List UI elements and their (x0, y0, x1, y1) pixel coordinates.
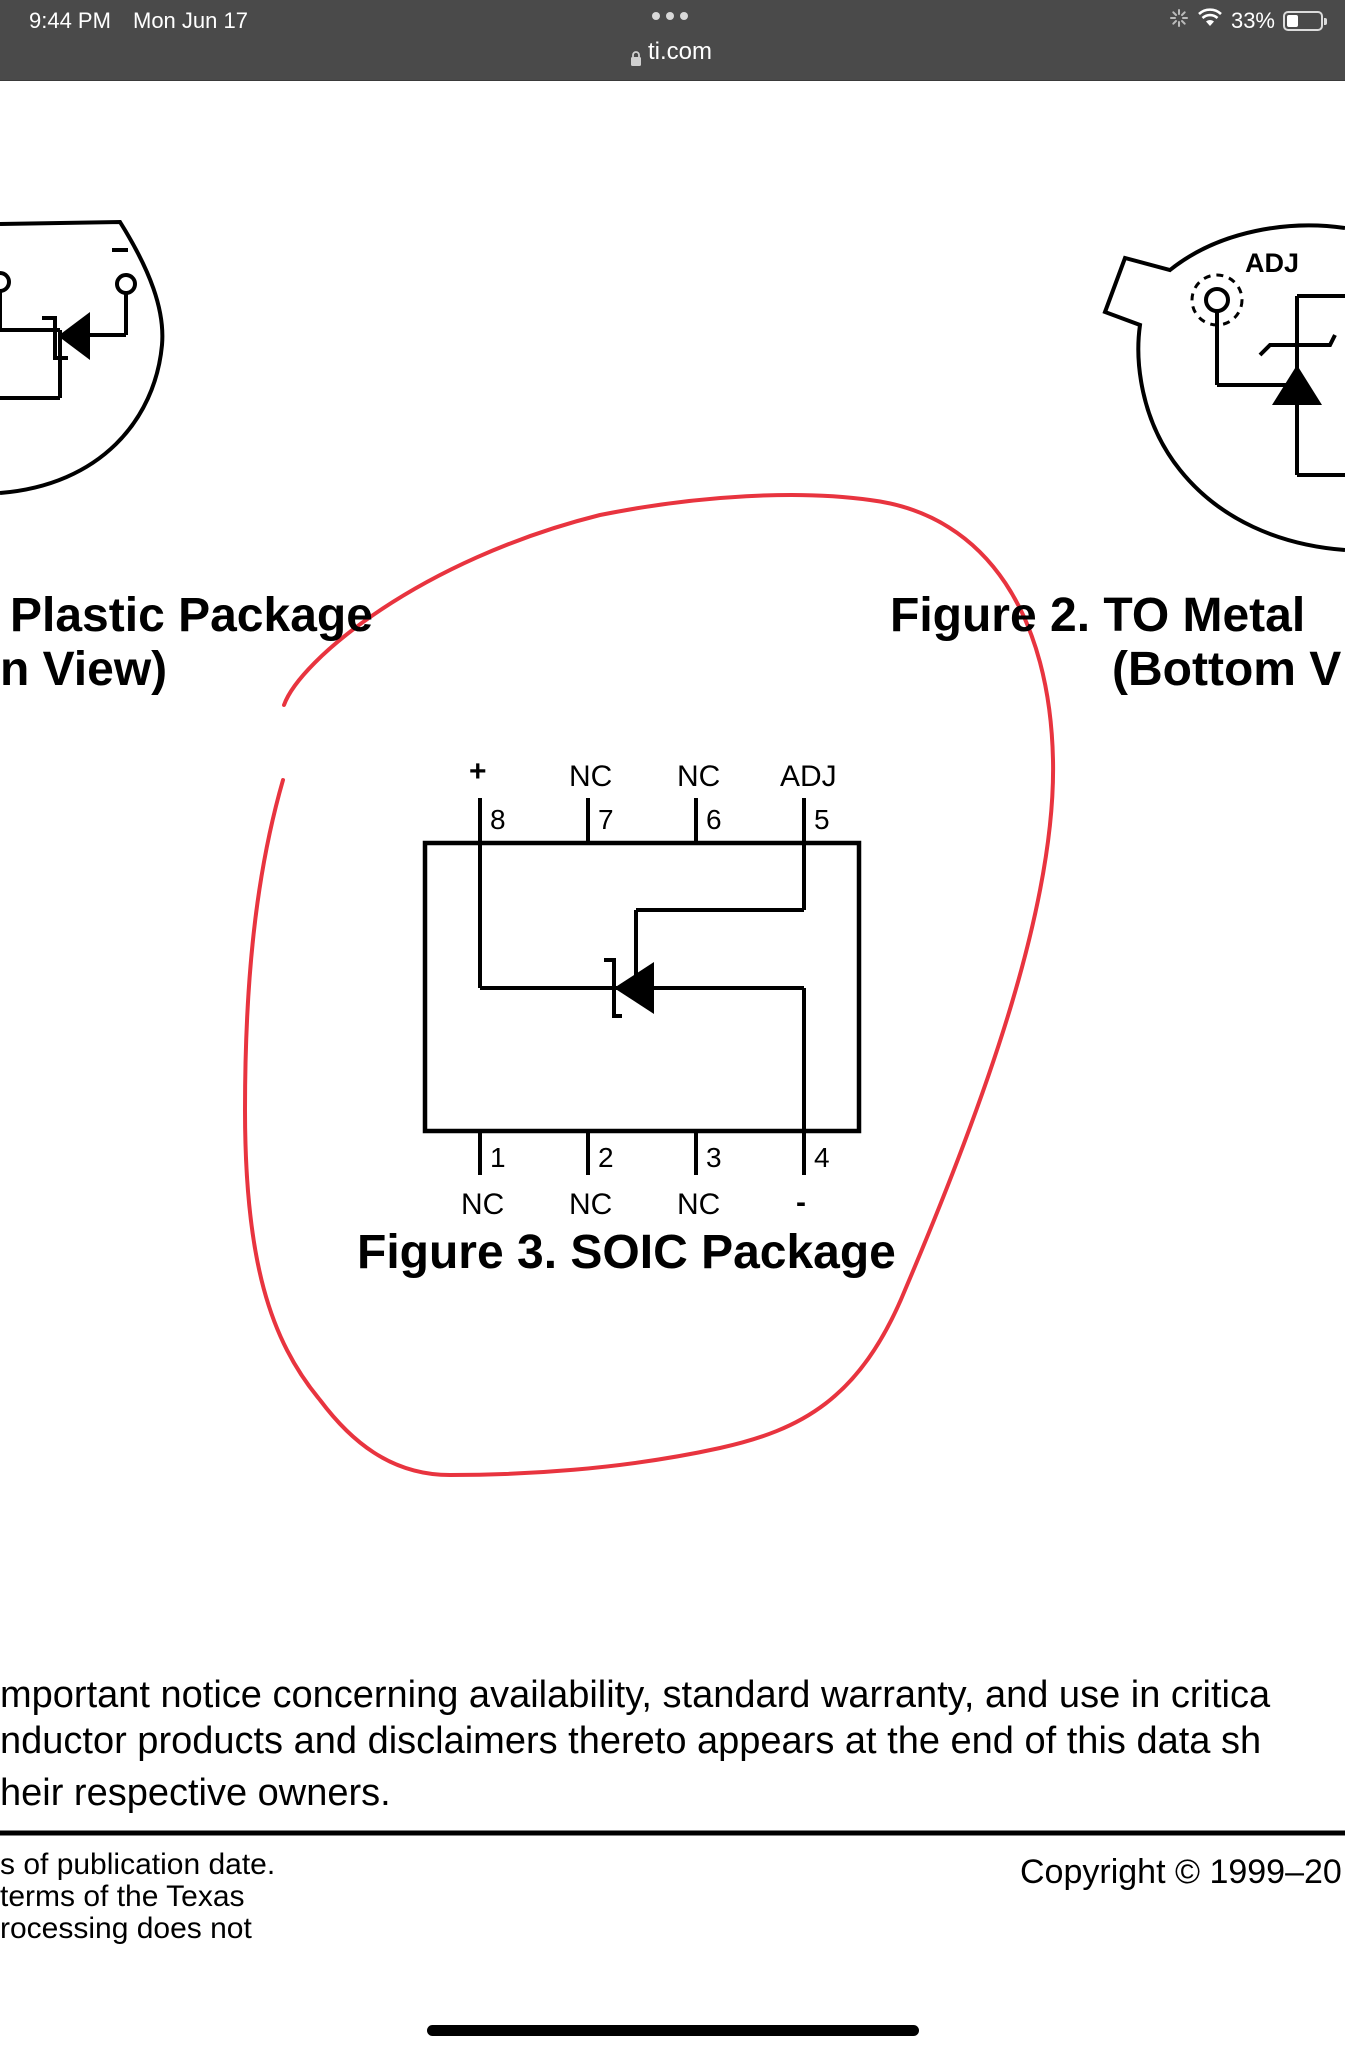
figure2-package-outline (1102, 223, 1345, 552)
red-circle-annotation (242, 493, 1056, 1478)
pin3-number: 3 (706, 1142, 722, 1173)
soic-diode (614, 962, 654, 1014)
address-bar[interactable]: ti.com (630, 38, 712, 66)
tab-dots-icon[interactable] (652, 12, 688, 20)
notice-line3: heir respective owners. (0, 1772, 391, 1814)
figure1-caption-line2: n View) (0, 643, 168, 696)
status-time: 9:44 PM (29, 8, 111, 33)
pin7-name: NC (569, 760, 613, 793)
home-indicator[interactable] (427, 2025, 919, 2036)
status-date: Mon Jun 17 (133, 8, 248, 33)
pin2-number: 2 (598, 1142, 614, 1173)
footer-left-line3: rocessing does not (0, 1912, 252, 1945)
battery-icon (1283, 11, 1327, 31)
pin7-number: 7 (598, 804, 614, 835)
figure1-package-outline (0, 219, 165, 495)
notice-line1: mportant notice concerning availability,… (0, 1674, 1271, 1716)
battery-percent: 33% (1230, 8, 1275, 33)
figure2-circuit (1190, 273, 1345, 477)
pin8-number: 8 (490, 804, 506, 835)
figure1-caption-line1: Plastic Package (10, 589, 373, 642)
status-bar: 9:44 PM Mon Jun 17 ti.com (0, 0, 1345, 81)
lock-icon (630, 45, 642, 66)
pin1-number: 1 (490, 1142, 506, 1173)
footer-left-line1: s of publication date. (0, 1848, 276, 1881)
wifi-icon (1197, 8, 1223, 34)
pin3-name: NC (677, 1188, 721, 1221)
notice-line2: nductor products and disclaimers thereto… (0, 1720, 1262, 1762)
figure2-caption-line2: (Bottom V (1112, 643, 1342, 696)
figure2-caption-line1: Figure 2. TO Metal (890, 589, 1306, 642)
figure1-circuit (0, 248, 137, 400)
pin5-name: ADJ (780, 760, 837, 793)
pin2-name: NC (569, 1188, 613, 1221)
status-indicators: 33% (1169, 8, 1327, 34)
figure3-caption: Figure 3. SOIC Package (357, 1226, 896, 1279)
copyright-text: Copyright © 1999–20 (1020, 1853, 1342, 1891)
figure1-diode (58, 312, 90, 360)
figure2-diode (1272, 365, 1322, 405)
pin4-name: - (796, 1186, 806, 1219)
pin6-number: 6 (706, 804, 722, 835)
figure2-adj-label: ADJ (1245, 248, 1300, 278)
footer-left-line2: terms of the Texas (0, 1880, 245, 1913)
pin4-number: 4 (814, 1142, 830, 1173)
pin8-name: + (469, 755, 487, 788)
pin1-name: NC (461, 1188, 505, 1221)
activity-icon (1169, 8, 1189, 34)
soic-body (422, 840, 862, 1134)
soic-pins (478, 798, 806, 1175)
pin5-number: 5 (814, 804, 830, 835)
pin6-name: NC (677, 760, 721, 793)
url-text[interactable]: ti.com (648, 38, 713, 65)
